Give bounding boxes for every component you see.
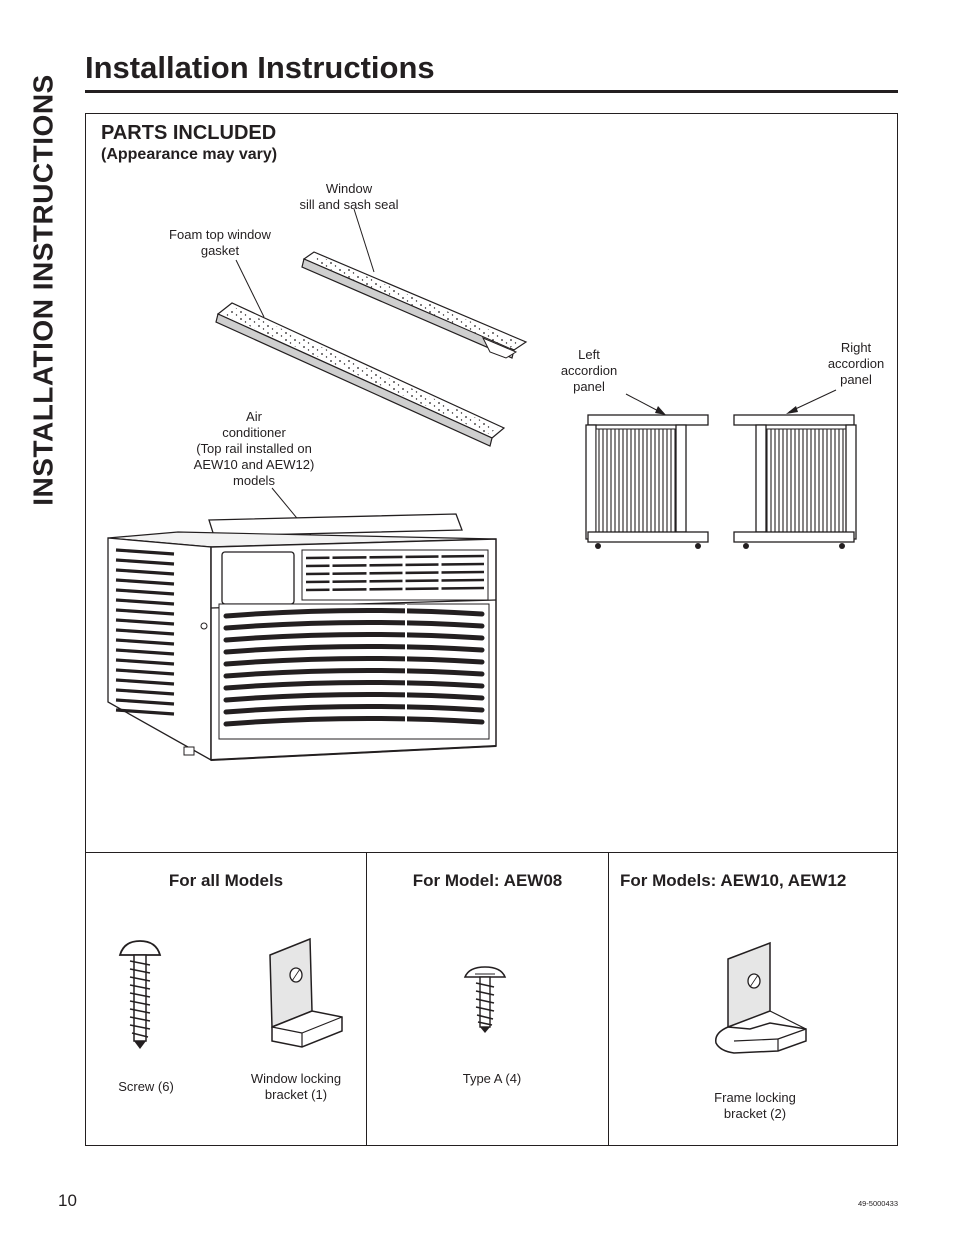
aew08-illustrations (463, 966, 507, 1033)
all-models-cell: For all Models (86, 853, 367, 1146)
title-rule (85, 90, 898, 93)
foam-gasket-label: Foam top window gasket (169, 227, 271, 258)
left-accordion-panel-illustration (585, 414, 709, 549)
right-accordion-panel-illustration (733, 414, 857, 549)
screw-label: Screw (6) (118, 1079, 174, 1094)
aew10-aew12-illustrations (715, 941, 807, 1054)
aew10-aew12-cell: For Models: AEW10, AEW12 Frame locking b… (610, 853, 897, 1146)
document-number: 49-5000433 (857, 1199, 898, 1208)
page-title: Installation Instructions (85, 50, 435, 85)
aew08-cell: For Model: AEW08 T (367, 853, 609, 1146)
gasket-leader-line (235, 259, 265, 318)
type-a-screw-icon (463, 966, 507, 1033)
right-panel-leader-line (788, 389, 837, 413)
window-bracket-label: Window locking bracket (1) (250, 1071, 342, 1102)
right-panel-arrow (786, 406, 798, 414)
page-number: 10 (58, 1191, 77, 1210)
seal-leader-line (353, 208, 375, 273)
all-models-illustrations (118, 937, 343, 1049)
window-locking-bracket-icon (269, 937, 343, 1048)
air-conditioner-label: Air conditioner (Top rail installed on A… (193, 409, 315, 488)
parts-title: PARTS INCLUDED (101, 122, 277, 144)
hardware-row: For all Models (86, 852, 897, 1146)
screw-icon (118, 940, 162, 1049)
left-panel-arrow (655, 406, 666, 415)
right-panel-label: Right accordion panel (827, 340, 885, 387)
window-sill-seal-illustration (301, 251, 528, 359)
all-models-title: For all Models (168, 871, 284, 890)
frame-locking-bracket-icon (715, 941, 807, 1054)
type-a-label: Type A (4) (462, 1071, 522, 1086)
side-section-tab: INSTALLATION INSTRUCTIONS (18, 55, 70, 525)
parts-box: PARTS INCLUDED (Appearance may vary) (85, 113, 898, 1146)
window-seal-label: Window sill and sash seal (299, 181, 399, 212)
foam-gasket-illustration (215, 302, 506, 447)
frame-bracket-label: Frame locking bracket (2) (714, 1090, 796, 1121)
parts-subtitle: (Appearance may vary) (101, 146, 278, 163)
air-conditioner-illustration (107, 513, 497, 762)
left-panel-label: Left accordion panel (560, 347, 618, 394)
aew10-aew12-title: For Models: AEW10, AEW12 (620, 871, 847, 890)
aew08-title: For Model: AEW08 (412, 871, 563, 890)
parts-illustration (107, 208, 857, 762)
side-section-label: INSTALLATION INSTRUCTIONS (28, 74, 59, 506)
